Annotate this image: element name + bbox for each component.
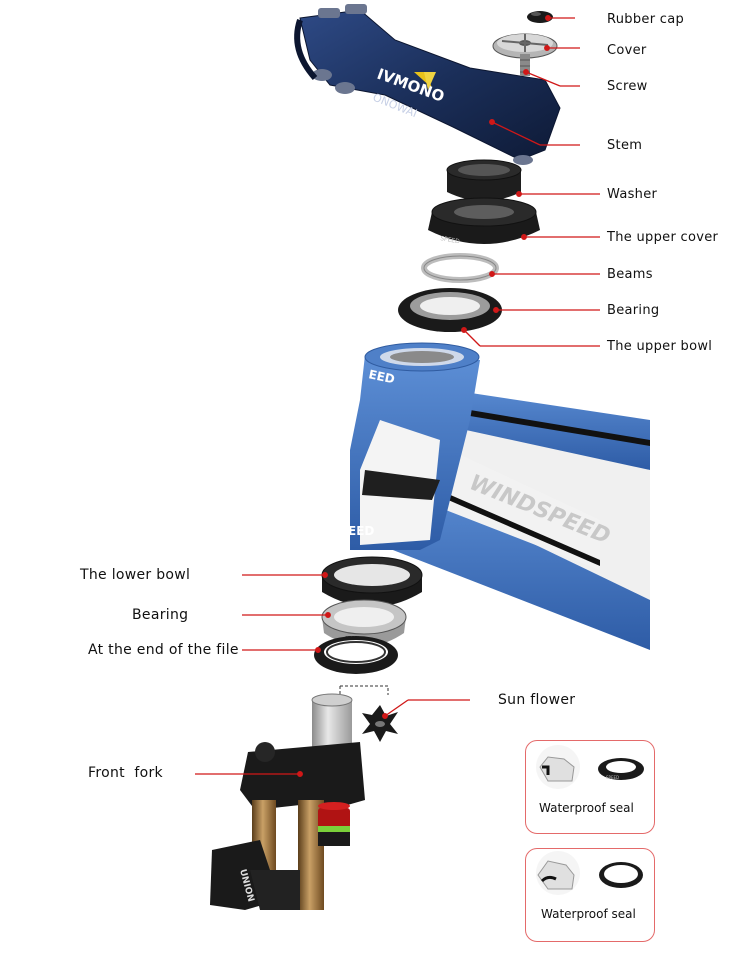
seal-2-label: Waterproof seal xyxy=(541,907,636,921)
label-bearing-lower: Bearing xyxy=(132,607,189,623)
waterproof-seal-box-1: SPEED Waterproof seal xyxy=(525,740,655,834)
washer-part xyxy=(446,159,522,201)
label-rubber-cap: Rubber cap xyxy=(607,12,685,27)
sun-flower-part xyxy=(339,685,398,742)
label-beams: Beams xyxy=(607,267,653,282)
frame-partial-brand-top: EED xyxy=(367,367,396,386)
label-stem: Stem xyxy=(607,138,643,153)
leader-lines xyxy=(195,15,600,777)
stem-illustration: IVMONO ONOWAI xyxy=(294,4,561,165)
svg-text:SPEED: SPEED xyxy=(606,775,619,780)
label-screw: Screw xyxy=(607,79,648,94)
front-fork-illustration: UNION xyxy=(210,693,365,910)
label-end-of-file: At the end of the file xyxy=(88,642,239,658)
label-cover: Cover xyxy=(607,43,647,58)
bearing-upper-part xyxy=(398,288,502,332)
crown-race-part xyxy=(314,636,398,674)
frame-illustration: EED EED WINDSPEED xyxy=(348,342,650,650)
label-front-fork: Front fork xyxy=(88,765,163,781)
label-washer: Washer xyxy=(607,187,658,202)
label-bearing-upper: Bearing xyxy=(607,303,660,318)
upper-cover-part: SPEED xyxy=(428,197,540,245)
svg-text:SPEED: SPEED xyxy=(440,235,461,245)
label-upper-cover: The upper cover xyxy=(607,230,719,245)
waterproof-seal-box-2: Waterproof seal xyxy=(525,848,655,942)
frame-partial-brand-bottom: EED xyxy=(348,524,374,538)
label-upper-bowl: The upper bowl xyxy=(607,339,713,354)
seal-1-label: Waterproof seal xyxy=(539,801,634,815)
cover-part xyxy=(492,33,558,59)
lower-bowl-part xyxy=(321,556,423,607)
label-lower-bowl: The lower bowl xyxy=(80,567,191,583)
beams-part xyxy=(421,253,499,283)
seal-2-illustration xyxy=(536,851,643,895)
seal-1-illustration: SPEED xyxy=(536,745,644,789)
label-sun-flower: Sun flower xyxy=(498,692,576,708)
